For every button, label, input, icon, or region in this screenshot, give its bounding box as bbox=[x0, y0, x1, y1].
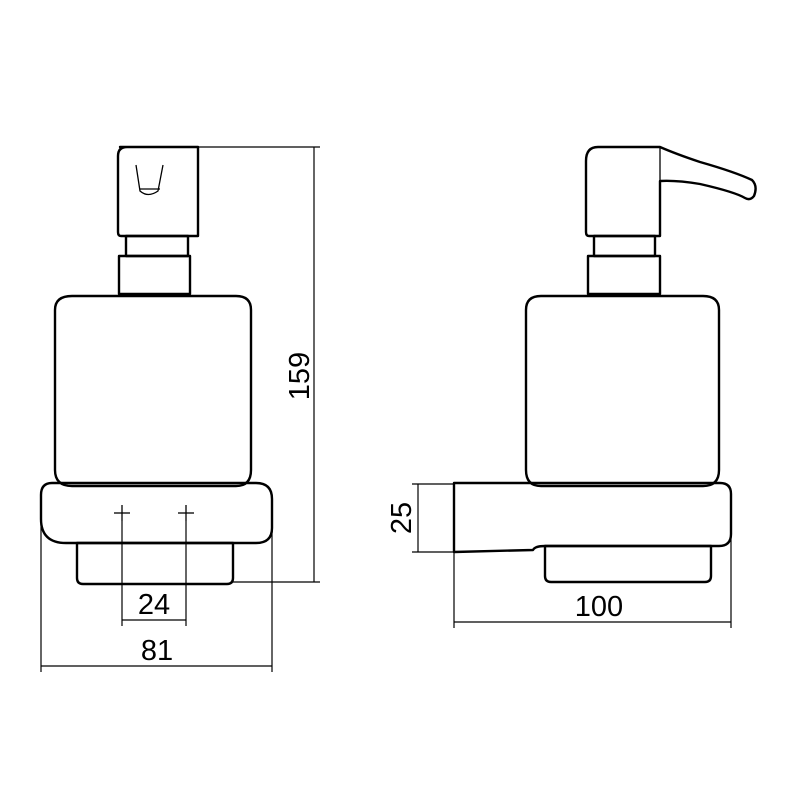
dimension-hole-spacing: 24 bbox=[121, 521, 187, 626]
side-pump-head bbox=[584, 145, 757, 238]
front-base-tray bbox=[75, 541, 235, 586]
front-pump-logo bbox=[135, 164, 164, 196]
side-view bbox=[452, 145, 757, 584]
front-bottle bbox=[53, 294, 253, 488]
dimension-projection: 100 bbox=[453, 534, 732, 628]
dimension-bracket-height: 25 bbox=[386, 483, 454, 553]
dim-label-projection: 100 bbox=[575, 591, 623, 623]
dimension-total-height: 159 bbox=[198, 146, 320, 583]
side-pump-collar bbox=[592, 234, 657, 258]
front-bracket-plate bbox=[39, 481, 274, 545]
side-base-tray bbox=[543, 544, 713, 584]
dimension-total-width: 81 bbox=[40, 519, 273, 672]
dim-label-total-height: 159 bbox=[284, 352, 316, 400]
dim-label-hole-spacing: 24 bbox=[138, 589, 170, 621]
front-pump-collar bbox=[124, 234, 190, 258]
dim-label-bracket-height: 25 bbox=[386, 502, 418, 534]
side-bracket-arm bbox=[452, 481, 733, 554]
front-view bbox=[39, 145, 274, 586]
side-bottle bbox=[524, 294, 721, 488]
front-pump-head bbox=[116, 145, 200, 238]
side-bottle-neck bbox=[586, 254, 662, 296]
front-bottle-neck bbox=[117, 254, 192, 296]
dim-label-total-width: 81 bbox=[141, 635, 173, 667]
mounting-hole-marks bbox=[114, 505, 194, 521]
